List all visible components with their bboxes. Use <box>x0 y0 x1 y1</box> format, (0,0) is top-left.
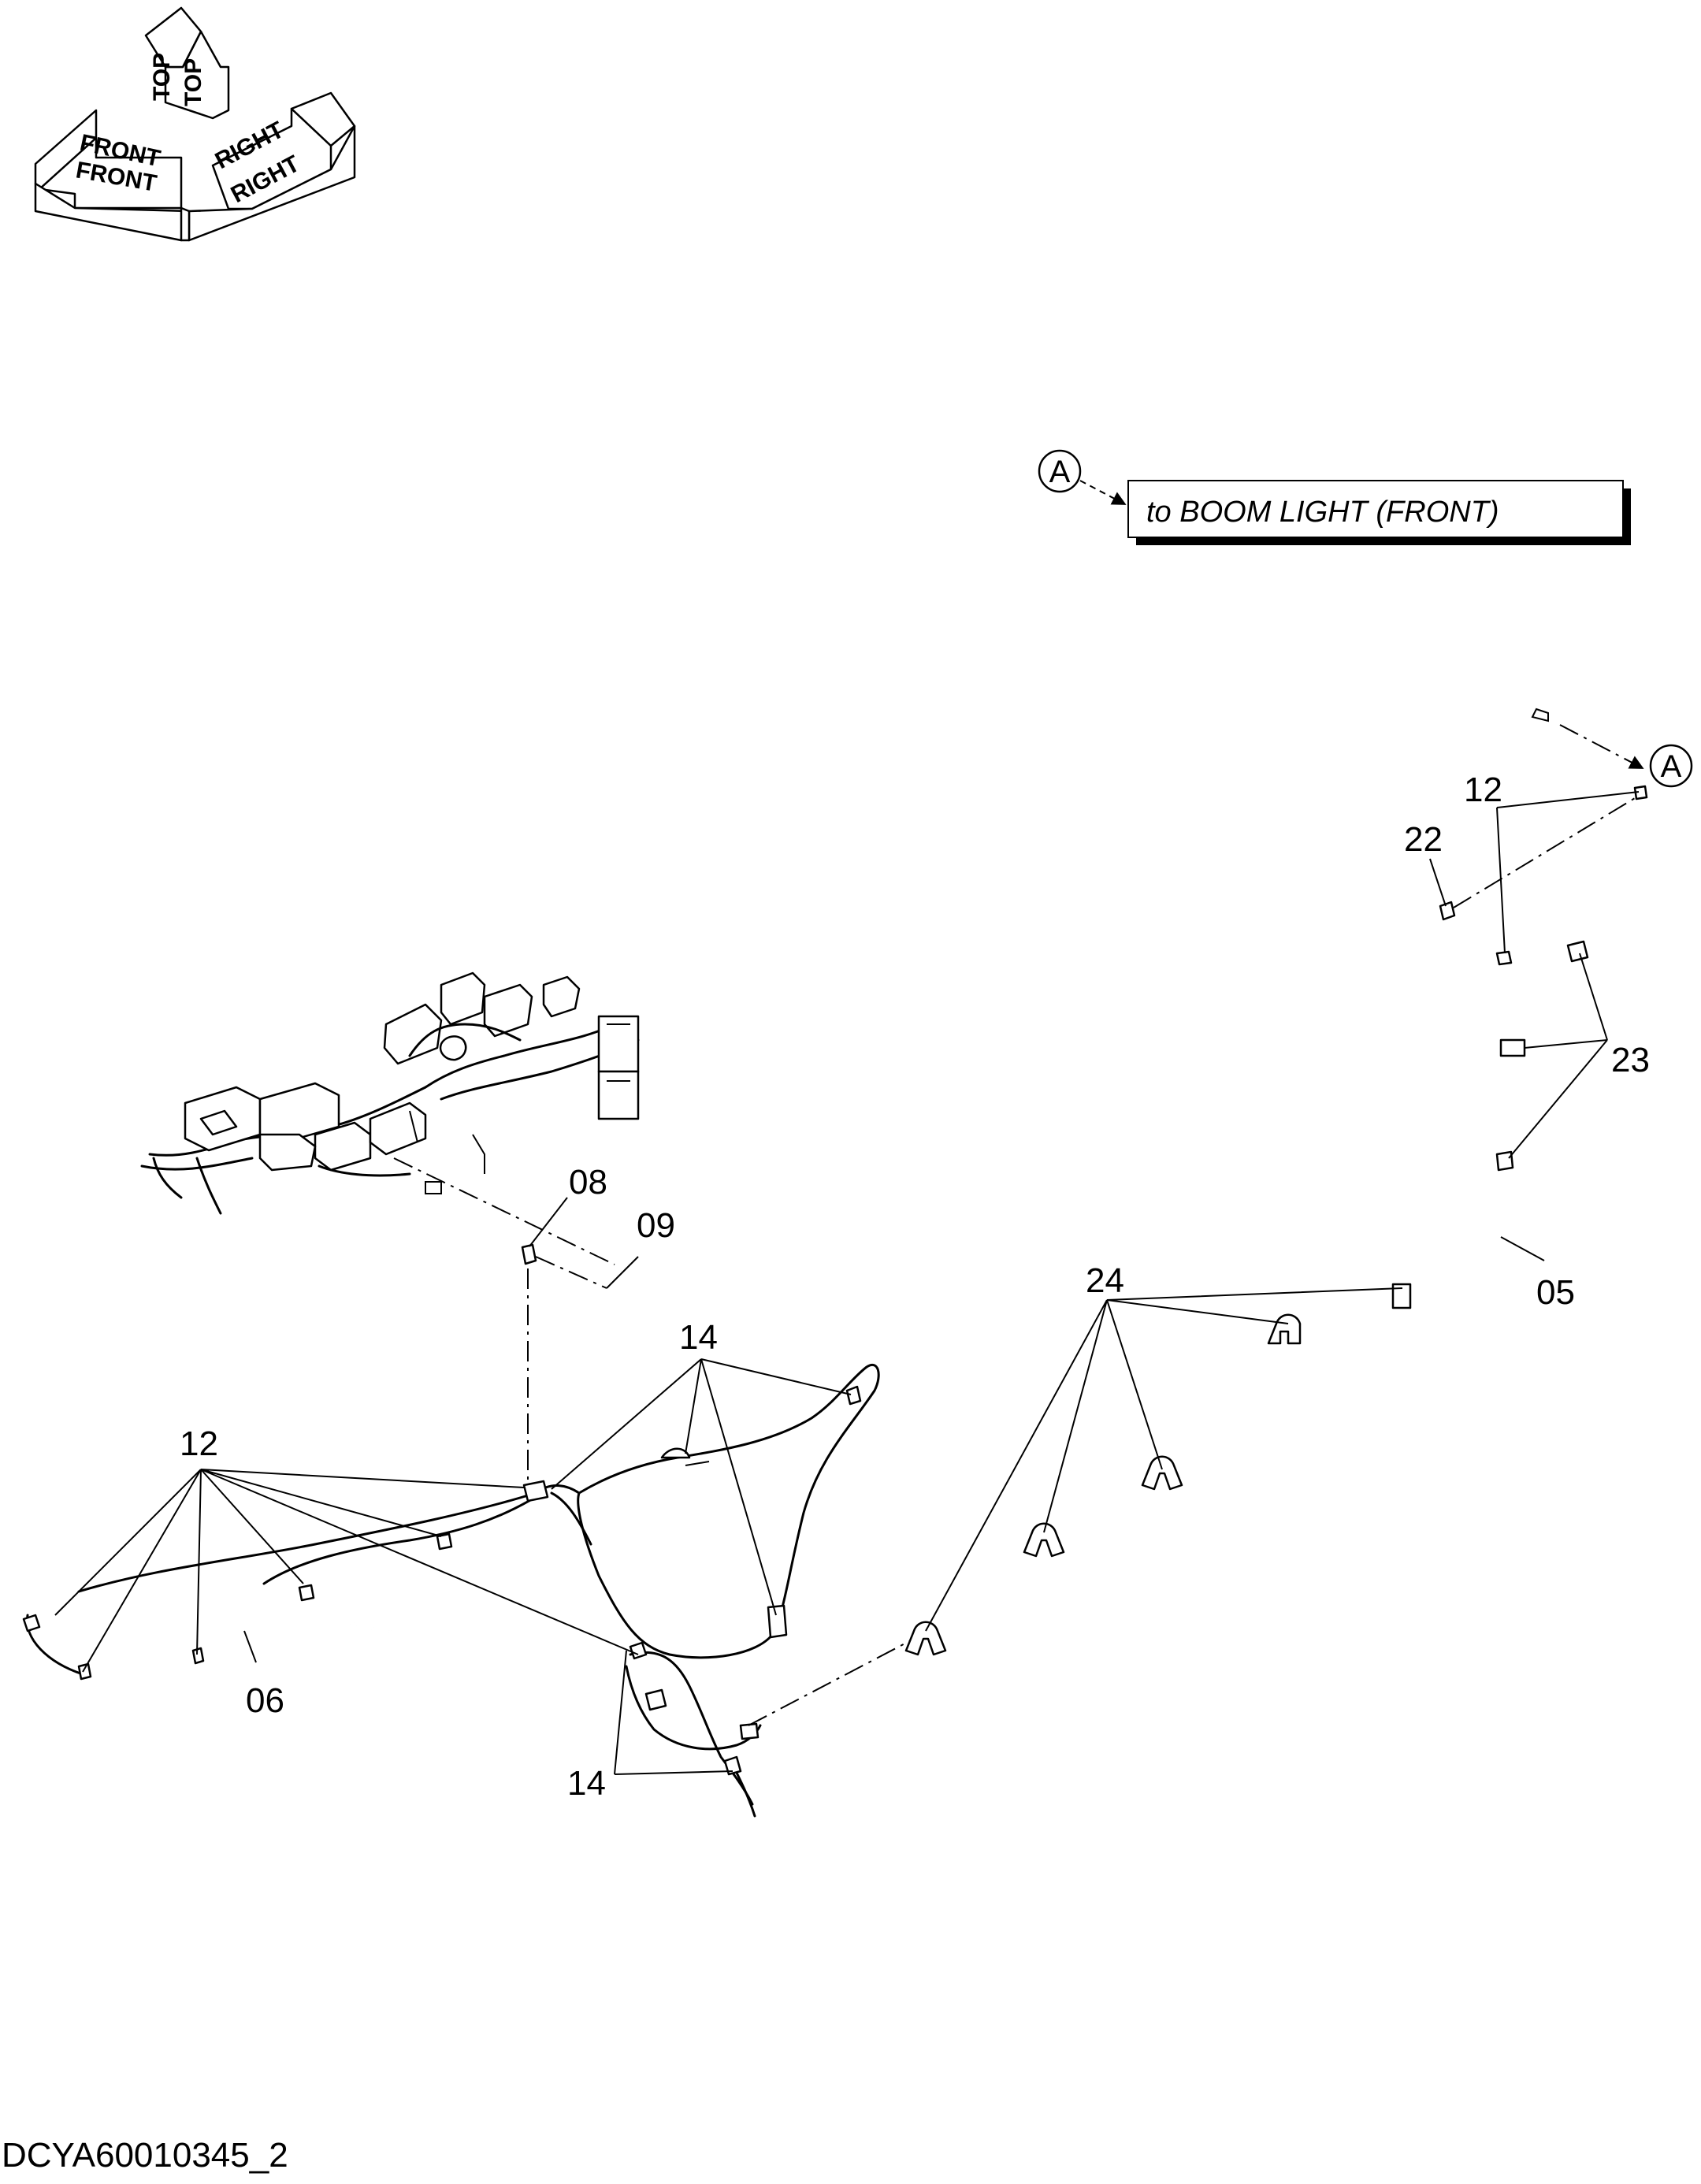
clamp-24-e <box>1391 1283 1412 1309</box>
part-label-05: 05 <box>1536 1273 1575 1312</box>
part-label-08: 08 <box>569 1163 607 1202</box>
clamp-24-c <box>1141 1455 1183 1491</box>
clamp-24-d <box>1267 1313 1302 1345</box>
boom-light-callout: A to BOOM LIGHT (FRONT) <box>1038 449 1631 545</box>
leader-lines <box>54 791 1640 1775</box>
item-08-09 <box>393 1157 639 1481</box>
clamp-24-b <box>1023 1522 1065 1558</box>
harness-middle-loop <box>522 1364 880 1818</box>
ref-letter-a-harness: A <box>1661 749 1682 784</box>
part-label-06: 06 <box>246 1681 284 1720</box>
part-label-23: 23 <box>1611 1041 1650 1079</box>
callout-text: to BOOM LIGHT (FRONT) <box>1146 496 1499 529</box>
clamp-24-a <box>904 1621 947 1656</box>
callout-box <box>1127 480 1624 538</box>
top-label-left: TOP <box>149 53 175 101</box>
clamp-23-b <box>1499 1038 1526 1057</box>
harness-05: A <box>748 708 1693 1726</box>
clamp-23-c <box>1495 1150 1514 1172</box>
top-label-right: TOP <box>180 58 206 106</box>
document-id: DCYA60010345_2 <box>2 2136 288 2175</box>
part-label-14-top: 14 <box>679 1318 718 1357</box>
part-label-12-left: 12 <box>180 1424 218 1463</box>
part-label-14-bottom: 14 <box>567 1764 606 1803</box>
ref-circle-a-harness <box>1649 744 1693 788</box>
part-label-12-right: 12 <box>1464 771 1502 809</box>
part-label-09: 09 <box>637 1206 675 1245</box>
orientation-symbol: FRONT FRONT TOP TOP RIGHT RIGHT <box>34 6 356 242</box>
ref-letter-a-callout: A <box>1049 455 1071 489</box>
clamp-23-a <box>1566 940 1589 963</box>
harness-06 <box>22 1491 553 1681</box>
connector-08 <box>521 1243 537 1265</box>
part-label-24: 24 <box>1086 1261 1124 1300</box>
ref-circle-a-callout <box>1038 449 1082 493</box>
clip-22 <box>1439 901 1456 921</box>
part-label-22: 22 <box>1404 820 1443 859</box>
main-harness-connectors <box>140 971 640 1215</box>
